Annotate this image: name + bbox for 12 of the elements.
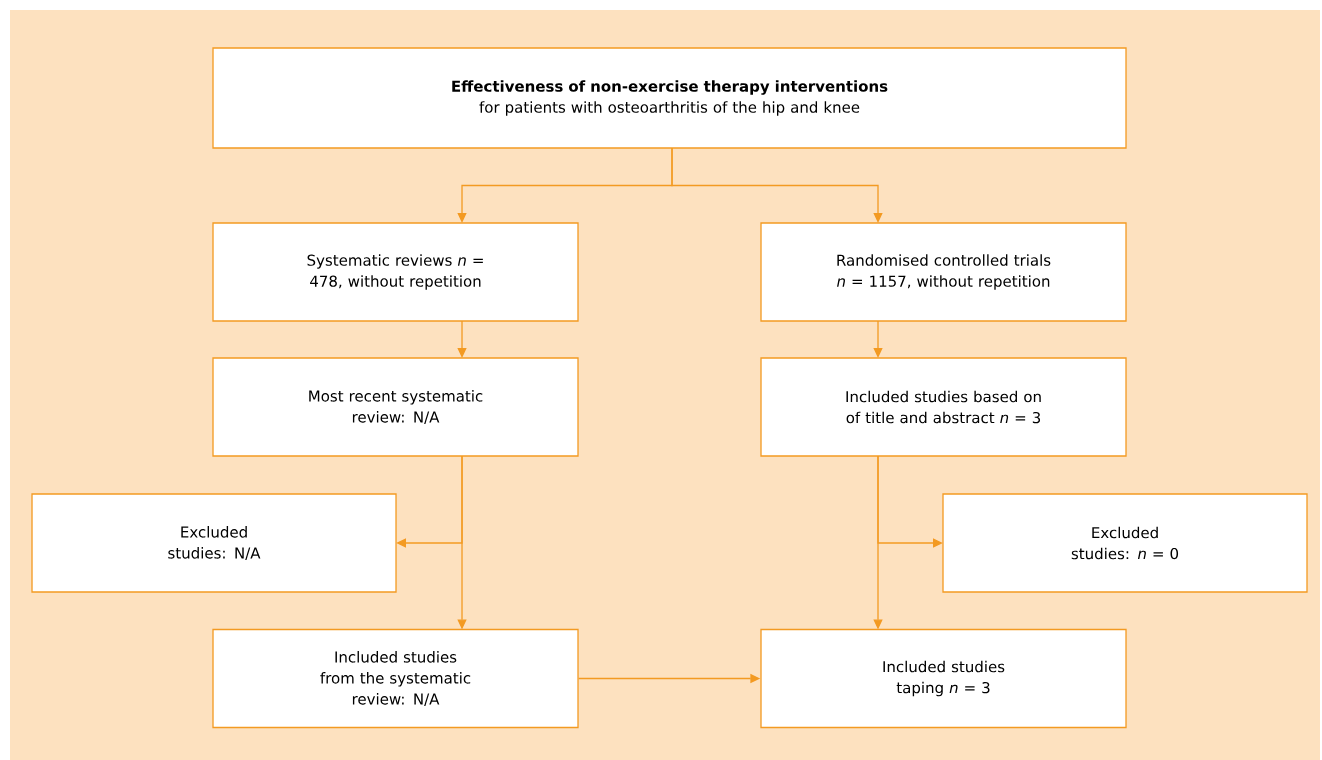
- title-box: Effectiveness of non-exercise therapy interventions for patients with osteoarthritis of the hip and knee: [212, 47, 1127, 149]
- process-box: Randomised controlled trials n = 1157, without repetition: [760, 222, 1127, 322]
- process-box: Systematic reviews n = 478, without repetition: [212, 222, 579, 322]
- process-box: Included studies taping n = 3: [760, 628, 1127, 729]
- process-box: Most recent systematic review: N/A: [212, 357, 579, 457]
- arrow: [457, 320, 467, 358]
- process-box: Excluded studies: n = 0: [942, 493, 1308, 593]
- process-box: Included studies from the systematic review: N/A: [212, 628, 579, 729]
- arrow: [873, 320, 883, 358]
- process-box: Included studies based on of title and abstract n = 3: [760, 357, 1127, 457]
- arrow: [671, 147, 883, 223]
- process-box: Excluded studies: N/A: [31, 493, 397, 593]
